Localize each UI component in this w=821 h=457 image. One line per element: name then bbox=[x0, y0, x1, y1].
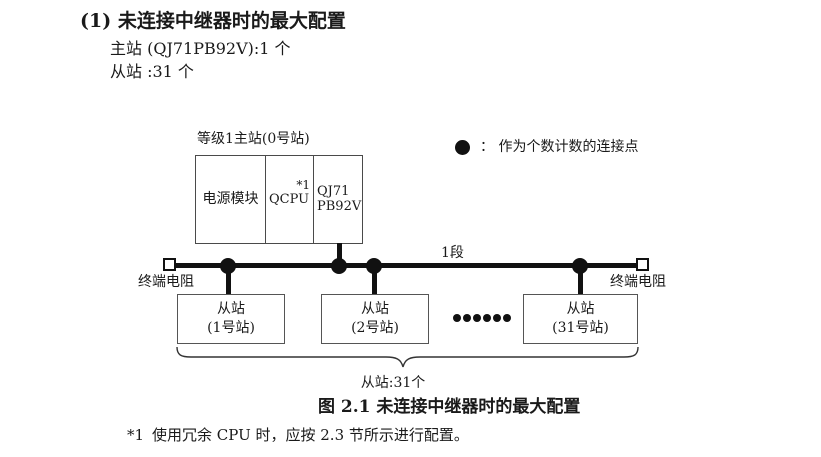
master-station-label: 等级1主站(0号站) bbox=[197, 131, 310, 147]
module-name-line2: PB92V bbox=[317, 198, 362, 214]
terminating-resistor-left-label: 终端电阻 bbox=[138, 274, 194, 290]
cpu-label: QCPU bbox=[269, 191, 310, 207]
legend: ： 作为个数计数的连接点 bbox=[455, 139, 638, 156]
slave-station-box-2: 从站 (2号站) bbox=[321, 294, 429, 344]
pb92v-module-cell: QJ71 PB92V bbox=[314, 156, 362, 243]
terminating-resistor-right-label: 终端电阻 bbox=[610, 274, 666, 290]
footnote-text: 使用冗余 CPU 时，应按 2.3 节所示进行配置。 bbox=[152, 426, 469, 444]
brace bbox=[175, 346, 640, 371]
slave-station-box-31: 从站 (31号站) bbox=[523, 294, 638, 344]
slave-station-number: (1号站) bbox=[207, 320, 255, 336]
module-name-line1: QJ71 bbox=[317, 183, 350, 199]
bus-line bbox=[170, 263, 642, 268]
slave-total-label: 从站:31个 bbox=[360, 375, 426, 391]
master-count-line: 主站 (QJ71PB92V):1 个 bbox=[110, 39, 291, 58]
figure-caption: 图 2.1 未连接中继器时的最大配置 bbox=[318, 397, 581, 417]
slave-label: 从站 bbox=[361, 301, 389, 318]
connection-point-icon bbox=[455, 139, 470, 155]
power-module-cell: 电源模块 bbox=[196, 156, 266, 243]
master-drop-line bbox=[337, 243, 342, 266]
slave-label: 从站 bbox=[217, 301, 245, 318]
slave31-drop-line bbox=[578, 266, 583, 294]
slave2-drop-line bbox=[372, 266, 377, 294]
master-station-box: 电源模块 *1 QCPU QJ71 PB92V bbox=[195, 155, 363, 244]
cpu-cell: *1 QCPU bbox=[266, 156, 314, 243]
cpu-footnote-ref: *1 bbox=[296, 178, 310, 192]
slave-count-line: 从站 :31 个 bbox=[110, 62, 194, 81]
connection-point-dot bbox=[331, 258, 347, 274]
section-heading: (1) 未连接中继器时的最大配置 bbox=[80, 10, 346, 32]
legend-text: ： 作为个数计数的连接点 bbox=[480, 139, 639, 155]
ellipsis-dots-icon bbox=[453, 314, 511, 322]
footnote-marker: *1 bbox=[127, 426, 145, 444]
segment-label: 1段 bbox=[441, 245, 464, 261]
slave-label: 从站 bbox=[566, 301, 595, 318]
connection-point-dot bbox=[366, 258, 382, 274]
slave-station-number: (31号站) bbox=[552, 320, 609, 336]
connection-point-dot bbox=[572, 258, 588, 274]
connection-point-dot bbox=[220, 258, 236, 274]
terminating-resistor-right-icon bbox=[636, 258, 649, 271]
slave1-drop-line bbox=[226, 266, 231, 294]
slave-station-number: (2号站) bbox=[351, 320, 399, 336]
slave-station-box-1: 从站 (1号站) bbox=[177, 294, 285, 344]
terminating-resistor-left-icon bbox=[163, 258, 176, 271]
